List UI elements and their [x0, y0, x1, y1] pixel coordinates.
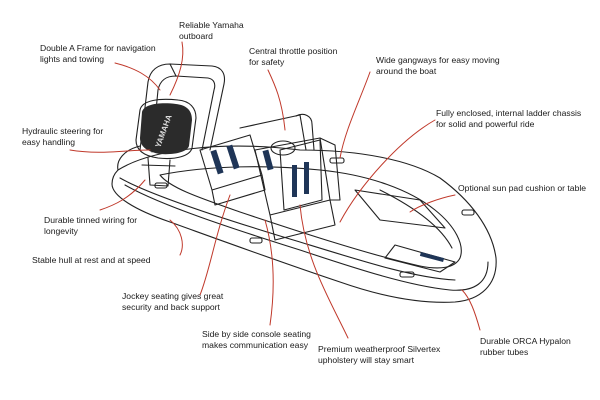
leader-sunpad	[409, 194, 456, 213]
callout-chassis: Fully enclosed, internal ladder chassis …	[436, 108, 582, 129]
sun-pad	[354, 189, 446, 229]
callout-throttle: Central throttle position for safety	[249, 46, 338, 67]
callout-silvertex: Premium weatherproof Silvertex upholster…	[318, 344, 441, 365]
leader-tubes	[461, 289, 481, 331]
outboard-engine	[135, 98, 197, 160]
leader-silvertex	[299, 204, 349, 339]
leader-throttle	[267, 69, 286, 131]
front-seat	[279, 139, 323, 211]
callout-yamaha: Reliable Yamaha outboard	[179, 20, 244, 41]
callout-sidebyside: Side by side console seating makes commu…	[202, 329, 311, 350]
seat-stripes	[210, 144, 445, 263]
callout-gangways: Wide gangways for easy moving around the…	[376, 55, 500, 76]
tube-outer	[111, 145, 497, 303]
leader-sidebyside	[264, 219, 274, 326]
leader-lines	[69, 41, 481, 339]
leader-gangways	[339, 71, 371, 159]
callout-aframe: Double A Frame for navigation lights and…	[40, 43, 156, 64]
a-frame	[139, 63, 226, 151]
deck-edge	[159, 166, 462, 269]
tube-seam	[119, 177, 456, 281]
leader-aframe	[114, 62, 161, 91]
callout-sunpad: Optional sun pad cushion or table	[458, 183, 587, 193]
leader-hull	[169, 219, 183, 256]
callout-hull: Stable hull at rest and at speed	[32, 255, 151, 265]
callout-jockey: Jockey seating gives great security and …	[122, 291, 224, 312]
leader-chassis	[339, 119, 436, 223]
callout-wiring: Durable tinned wiring for longevity	[44, 215, 138, 236]
steering-wheel	[270, 140, 296, 156]
leader-jockey	[199, 194, 231, 296]
callout-tubes: Durable ORCA Hypalon rubber tubes	[480, 336, 571, 357]
callout-steering: Hydraulic steering for easy handling	[22, 126, 104, 147]
engine-cowl	[140, 103, 192, 155]
tube-inner-line	[124, 184, 489, 291]
leader-wiring	[99, 179, 146, 211]
leader-yamaha	[169, 41, 184, 96]
leader-steering	[69, 149, 151, 153]
jockey-seat	[199, 134, 263, 191]
